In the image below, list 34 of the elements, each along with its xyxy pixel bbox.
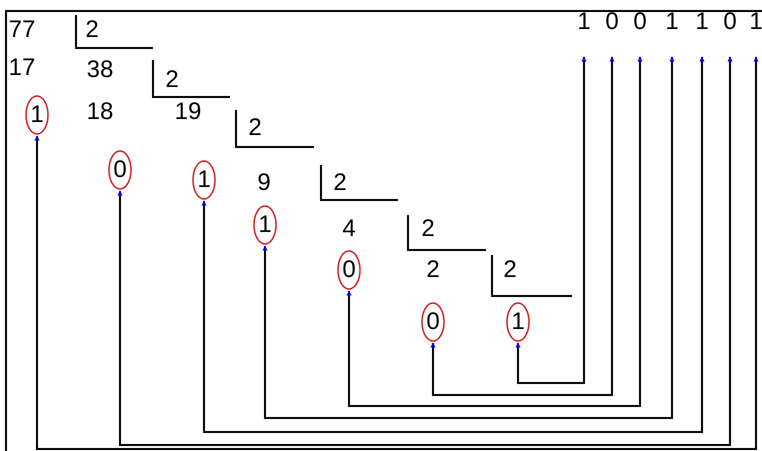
divisor: 2 <box>333 170 347 196</box>
number: 4 <box>342 216 356 242</box>
number: 17 <box>8 55 36 81</box>
circled-remainder: 0 <box>337 250 361 290</box>
number: 38 <box>86 57 114 83</box>
circled-remainder: 1 <box>25 95 49 135</box>
divisor: 2 <box>421 216 435 242</box>
divisor: 2 <box>85 17 99 43</box>
arrow <box>346 56 642 407</box>
binary-digit: 0 <box>603 9 621 35</box>
number: 2 <box>426 257 440 283</box>
binary-digit: 1 <box>747 9 762 35</box>
circled-remainder: 1 <box>506 302 530 342</box>
divisor: 2 <box>165 67 179 93</box>
arrow <box>430 56 614 396</box>
binary-digit: 1 <box>693 9 711 35</box>
number: 18 <box>86 99 114 125</box>
number: 9 <box>257 170 271 196</box>
binary-digit: 1 <box>575 9 593 35</box>
arrow <box>118 56 732 446</box>
binary-digit: 1 <box>663 9 681 35</box>
circled-remainder: 0 <box>421 302 445 342</box>
circled-remainder: 1 <box>253 205 277 245</box>
divisor: 2 <box>248 115 262 141</box>
binary-digit: 0 <box>721 9 739 35</box>
number: 77 <box>8 17 36 43</box>
binary-digit: 0 <box>631 9 649 35</box>
number: 19 <box>174 99 202 125</box>
circled-remainder: 1 <box>192 160 216 200</box>
arrow <box>516 56 586 384</box>
circled-remainder: 0 <box>108 150 132 190</box>
arrow <box>202 56 704 433</box>
divisor: 2 <box>503 257 517 283</box>
arrow <box>262 56 674 419</box>
